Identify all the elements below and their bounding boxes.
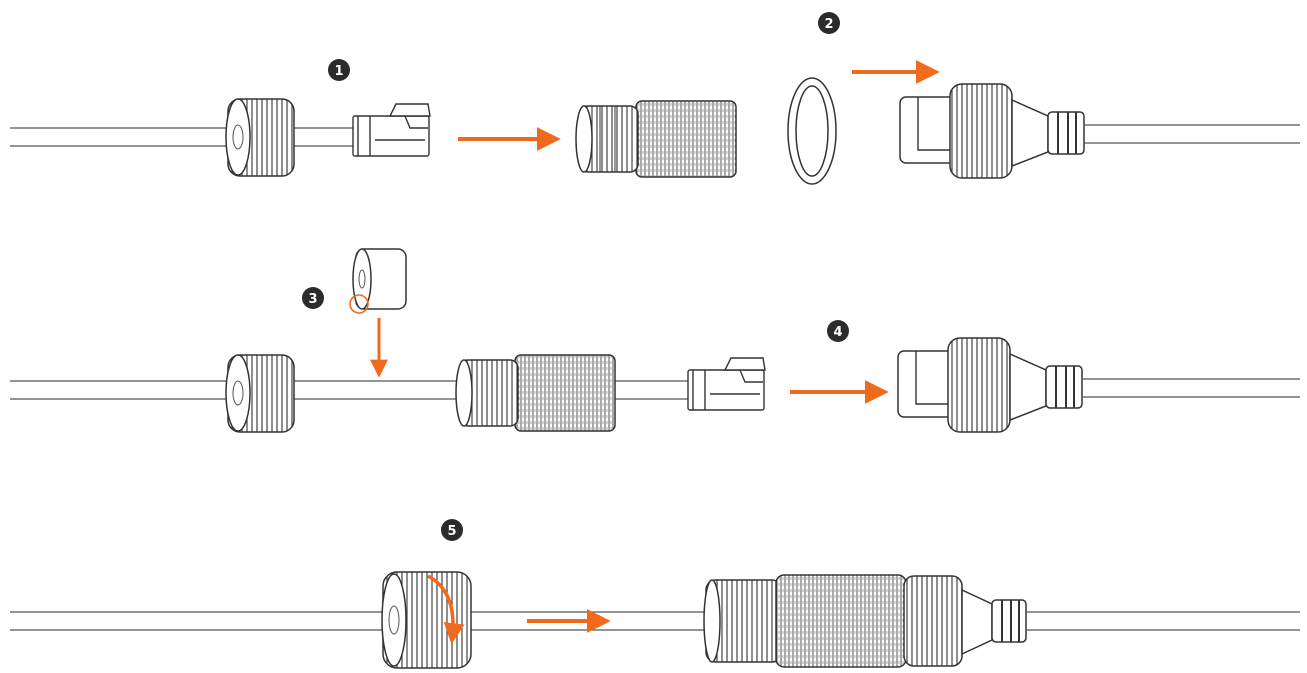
sealing-nut-2 — [225, 354, 295, 433]
camera-socket-1 — [899, 83, 1300, 179]
rotate-arrow — [427, 574, 465, 645]
connector-body-on-cable — [455, 354, 616, 432]
step-badge-4-label: 4 — [833, 325, 842, 340]
row-2: 3 4 — [10, 248, 1300, 433]
row-3: 5 — [10, 519, 1300, 669]
rj45-plug-2 — [687, 357, 766, 411]
cable-left-2 — [10, 380, 690, 400]
sealing-nut-1 — [225, 98, 295, 177]
step-badge-3: 3 — [302, 287, 324, 309]
step-badge-5: 5 — [441, 519, 463, 541]
rubber-seal-insert — [349, 248, 407, 314]
step-badge-2-label: 2 — [824, 17, 833, 32]
step-badge-3-label: 3 — [308, 292, 317, 307]
sealing-nut-3 — [381, 571, 472, 669]
cable-left-1 — [10, 127, 355, 147]
assembled-connector — [703, 574, 1300, 668]
row-1: 1 2 — [10, 12, 1300, 185]
step-badge-2: 2 — [818, 12, 840, 34]
step-badge-1: 1 — [328, 59, 350, 81]
rj45-plug-1 — [352, 103, 431, 157]
o-ring — [787, 77, 837, 185]
step-badge-1-label: 1 — [334, 64, 343, 79]
connector-body — [575, 100, 737, 178]
step-badge-5-label: 5 — [447, 524, 456, 539]
step-badge-4: 4 — [827, 320, 849, 342]
camera-socket-2 — [897, 337, 1300, 433]
seal-slit-highlight — [349, 294, 369, 314]
